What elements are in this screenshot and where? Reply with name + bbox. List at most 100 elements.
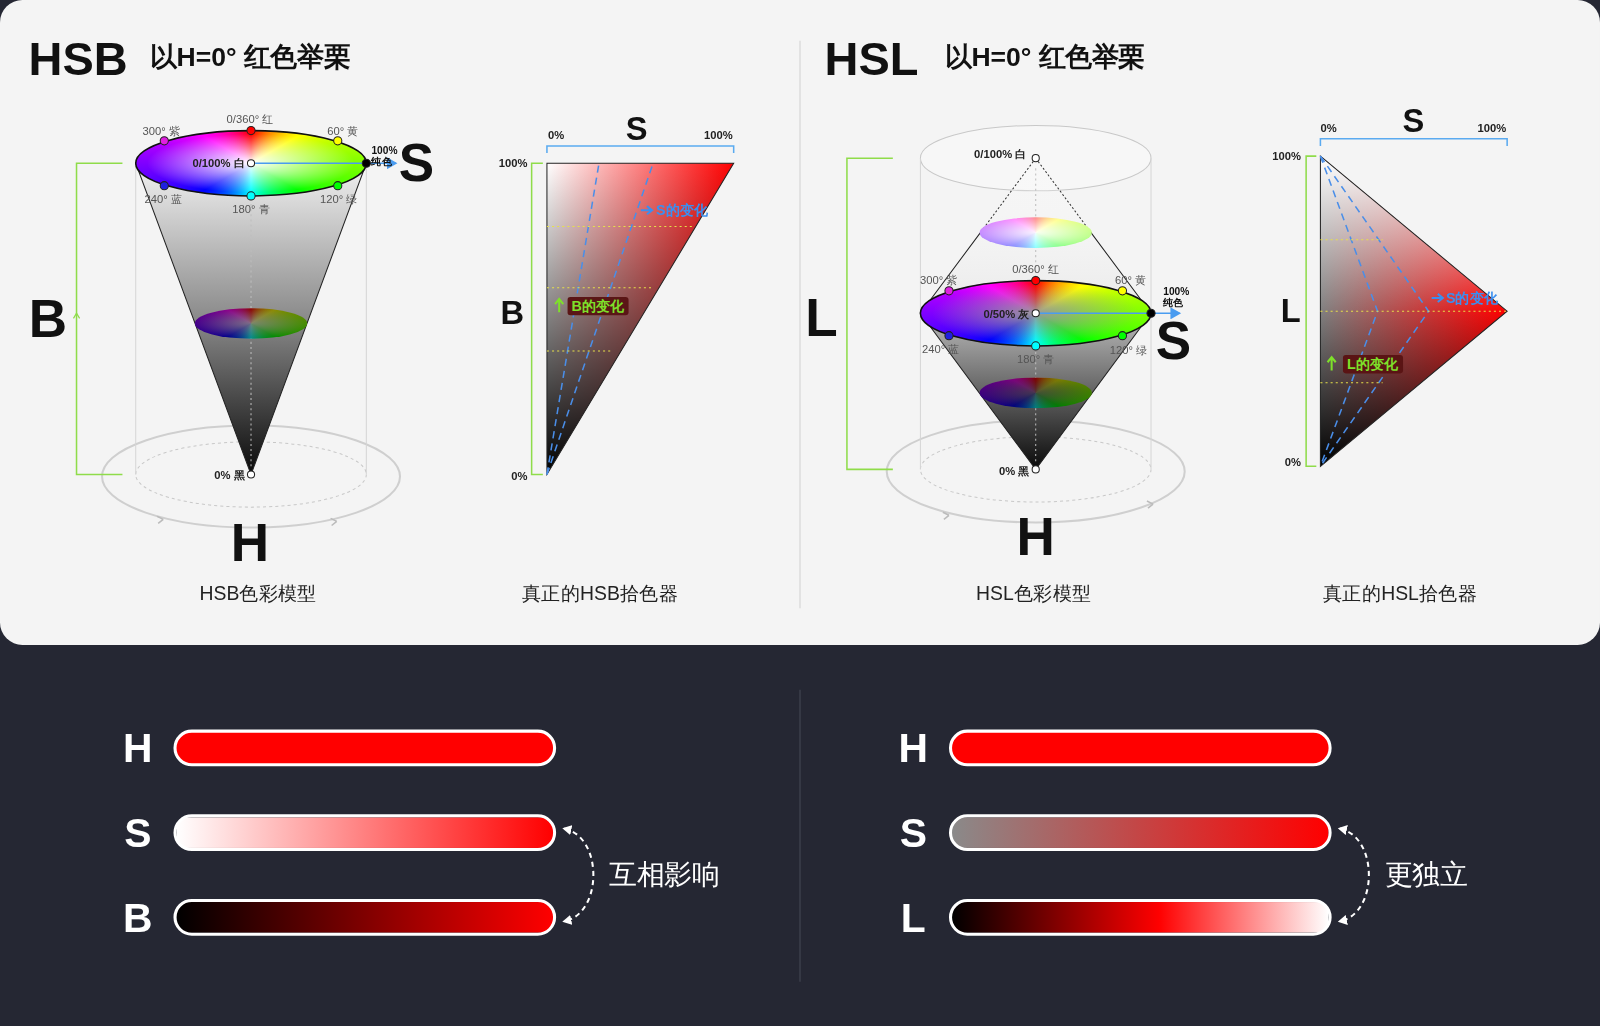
scale-label: 300° 紫 [920, 274, 958, 287]
axis-letter: H [231, 513, 269, 574]
scale-label: 0% [1320, 122, 1336, 135]
axis-letter: S [1402, 103, 1424, 141]
caption-text: HSL色彩模型 [976, 583, 1091, 605]
drawing-part [1118, 332, 1126, 340]
drawing-part [247, 160, 254, 167]
hue-disc-dark [195, 308, 307, 339]
drawing-part [1320, 239, 1382, 240]
drawing-part [1118, 287, 1126, 295]
drawing-part [547, 227, 694, 351]
color-bar: S [890, 814, 1332, 851]
drawing-part [945, 332, 953, 340]
scale-label: S的变化 [1446, 290, 1498, 306]
axis-letter: H [1017, 507, 1055, 568]
drawing-part [847, 158, 893, 469]
scale-label: 0/50% 灰 [983, 308, 1029, 321]
drawing-part [943, 512, 949, 519]
scale-label: 100% [1272, 150, 1301, 163]
scale-label: 60° 黄 [327, 125, 358, 138]
drawing-part [1147, 309, 1155, 317]
drawing-part [334, 182, 342, 190]
drawing-part [160, 127, 370, 479]
scale-label: 0% 黑 [999, 465, 1030, 478]
caption-text: 以H=0° 红色举栗 [945, 43, 1145, 74]
drawing-part [1320, 156, 1507, 466]
relation-label: 更独立 [1385, 857, 1468, 894]
scale-label: 0/360° 红 [1012, 263, 1059, 276]
drawing-part [77, 163, 123, 474]
drawing-part [160, 137, 168, 145]
drawing-part [247, 192, 255, 200]
scale-label: 240° 蓝 [922, 343, 960, 356]
gradient-bar [173, 730, 556, 767]
drawing-part [366, 163, 367, 474]
drawing-part [799, 41, 801, 608]
axis-letter: B [500, 294, 524, 332]
drawing-part [135, 163, 136, 474]
scale-label: 120° 绿 [320, 193, 358, 206]
axis-letter: HSB [29, 32, 128, 86]
hue-disc-dark [980, 378, 1092, 409]
caption-text: 真正的HSL拾色器 [1323, 583, 1477, 605]
drawing-part [547, 163, 599, 474]
drawing-part [532, 163, 543, 474]
channel-letter: S [114, 814, 161, 851]
axis-letter: L [805, 288, 837, 349]
color-bar: H [890, 730, 1332, 767]
drawing-part [247, 471, 254, 478]
scale-label: 180° 青 [232, 203, 270, 216]
caption-text: HSB色彩模型 [199, 583, 316, 605]
color-bar: L [890, 899, 1332, 936]
caption-text: 真正的HSB拾色器 [522, 583, 678, 605]
drawing-part [641, 206, 652, 214]
drawing-part [1032, 466, 1039, 473]
channel-letter: B [114, 899, 161, 936]
gradient-bar [949, 899, 1332, 936]
drawing-part [1320, 382, 1382, 383]
drawing-part [160, 182, 168, 190]
drawing-part [547, 163, 734, 474]
scale-label: 180° 青 [1017, 353, 1055, 366]
scale-label: 120° 绿 [1110, 344, 1148, 357]
scale-label: 0/100% 白 [974, 148, 1026, 161]
drawing-part [1432, 294, 1443, 302]
axis-letter: S [626, 111, 648, 149]
axis-letter: S [1156, 311, 1191, 372]
drawing-part [157, 516, 163, 523]
scale-label: 100% [1477, 122, 1506, 135]
dashed-double-arrow [1340, 829, 1369, 922]
scale-label: 0/360° 红 [227, 113, 274, 126]
color-bar: H [114, 730, 556, 767]
axis-letter: L [1281, 292, 1301, 330]
drawing-part [334, 137, 342, 145]
drawing-part [547, 163, 653, 474]
scale-label: 60° 黄 [1115, 274, 1146, 287]
drawing-part [1328, 357, 1336, 370]
drawing-part [136, 163, 367, 474]
scale-label: 100% [704, 129, 733, 142]
drawing-part [547, 287, 653, 288]
drawing-part [73, 313, 79, 318]
axis-letter: S [399, 133, 434, 194]
scale-label: B的变化 [567, 297, 628, 315]
channel-letter: H [114, 730, 161, 767]
drawing-part [1320, 311, 1507, 312]
color-bar: S [114, 814, 556, 851]
scale-label: 0% [511, 470, 527, 483]
channel-letter: S [890, 814, 937, 851]
drawing-part [1032, 277, 1040, 285]
drawing-part [547, 351, 612, 352]
axis-letter: HSL [824, 32, 918, 86]
drawing-part [1320, 139, 1507, 146]
axis-letter: B [29, 289, 67, 350]
gradient-bar [949, 730, 1332, 767]
drawing-part [0, 0, 1600, 645]
scale-label: 0% [548, 129, 564, 142]
scale-label: 0/100% 白 [192, 157, 244, 170]
dashed-double-arrow [564, 829, 593, 922]
scale-label: 300° 紫 [142, 125, 180, 138]
drawing-part [247, 127, 255, 135]
channel-letter: L [890, 899, 937, 936]
